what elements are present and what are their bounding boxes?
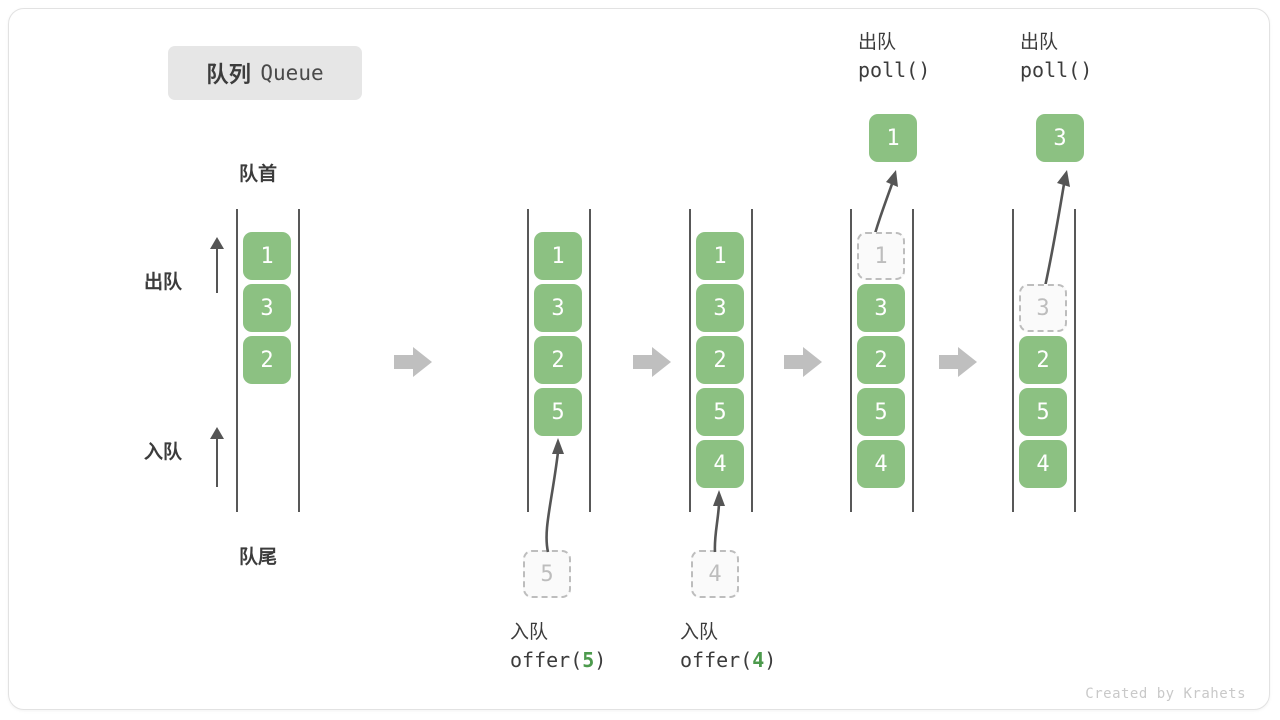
queue-cell: 3 (696, 284, 744, 332)
queue-rail-right-col4 (912, 209, 914, 512)
queue-rail-left-col2 (527, 209, 529, 512)
operation-cn-poll2: 出队 (1020, 32, 1059, 53)
queue-cell: 2 (243, 336, 291, 384)
queue-cell: 4 (1019, 440, 1067, 488)
queue-cell-new: 4 (696, 440, 744, 488)
operation-code-offer4: offer(4) (680, 648, 777, 672)
offer5-connector-arrow-icon (545, 438, 564, 553)
queue-cell: 4 (857, 440, 905, 488)
queue-rail-left-col4 (850, 209, 852, 512)
operation-label-poll1: 出队 poll() (858, 30, 930, 84)
operation-label-offer5: 入队 offer(5) (510, 620, 606, 674)
queue-cell: 5 (1019, 388, 1067, 436)
operation-cn-poll1: 出队 (858, 32, 897, 53)
queue-cell: 2 (696, 336, 744, 384)
queue-rail-right-col5 (1074, 209, 1076, 512)
offer4-connector-arrow-icon (713, 490, 725, 553)
operation-label-poll2: 出队 poll() (1020, 30, 1092, 84)
queue-cell: 2 (534, 336, 582, 384)
queue-cell: 3 (534, 284, 582, 332)
footer-credit: Created by Krahets (1085, 686, 1246, 702)
queue-cell-ghost: 4 (691, 550, 739, 598)
title-chinese: 队列 (206, 62, 252, 87)
step-arrow-icon (633, 347, 671, 377)
enqueue-direction-label: 入队 (144, 442, 183, 463)
queue-rail-left-col5 (1012, 209, 1014, 512)
enqueue-up-arrow-icon (210, 427, 224, 487)
queue-cell: 1 (696, 232, 744, 280)
step-arrow-icon (784, 347, 822, 377)
operation-code-offer5: offer(5) (510, 648, 607, 672)
step-arrow-icon (939, 347, 977, 377)
queue-rail-left-col1 (236, 209, 238, 512)
queue-head-label: 队首 (239, 164, 278, 185)
queue-rail-right-col1 (298, 209, 300, 512)
operation-label-offer4: 入队 offer(4) (680, 620, 776, 674)
operation-cn-offer4: 入队 (680, 622, 719, 643)
operation-cn-offer5: 入队 (510, 622, 549, 643)
queue-cell: 1 (534, 232, 582, 280)
queue-rail-left-col3 (689, 209, 691, 512)
dequeued-element: 1 (869, 114, 917, 162)
queue-cell: 1 (243, 232, 291, 280)
queue-cell: 3 (243, 284, 291, 332)
dequeued-element: 3 (1036, 114, 1084, 162)
queue-tail-label: 队尾 (239, 547, 278, 568)
queue-rail-right-col2 (589, 209, 591, 512)
queue-cell: 2 (857, 336, 905, 384)
poll2-connector-arrow-icon (1040, 170, 1070, 301)
queue-cell-ghost: 1 (857, 232, 905, 280)
queue-cell: 5 (857, 388, 905, 436)
queue-cell: 5 (696, 388, 744, 436)
step-arrow-icon (394, 347, 432, 377)
queue-cell-ghost: 3 (1019, 284, 1067, 332)
title-badge: 队列 Queue (168, 46, 362, 100)
queue-cell: 2 (1019, 336, 1067, 384)
dequeue-direction-label: 出队 (144, 272, 183, 293)
title-english: Queue (260, 61, 324, 85)
operation-code-poll2: poll() (1020, 58, 1093, 82)
queue-cell: 3 (857, 284, 905, 332)
operation-code-poll1: poll() (858, 58, 931, 82)
queue-rail-right-col3 (751, 209, 753, 512)
dequeue-up-arrow-icon (210, 237, 224, 293)
queue-cell-ghost: 5 (523, 550, 571, 598)
queue-cell-new: 5 (534, 388, 582, 436)
